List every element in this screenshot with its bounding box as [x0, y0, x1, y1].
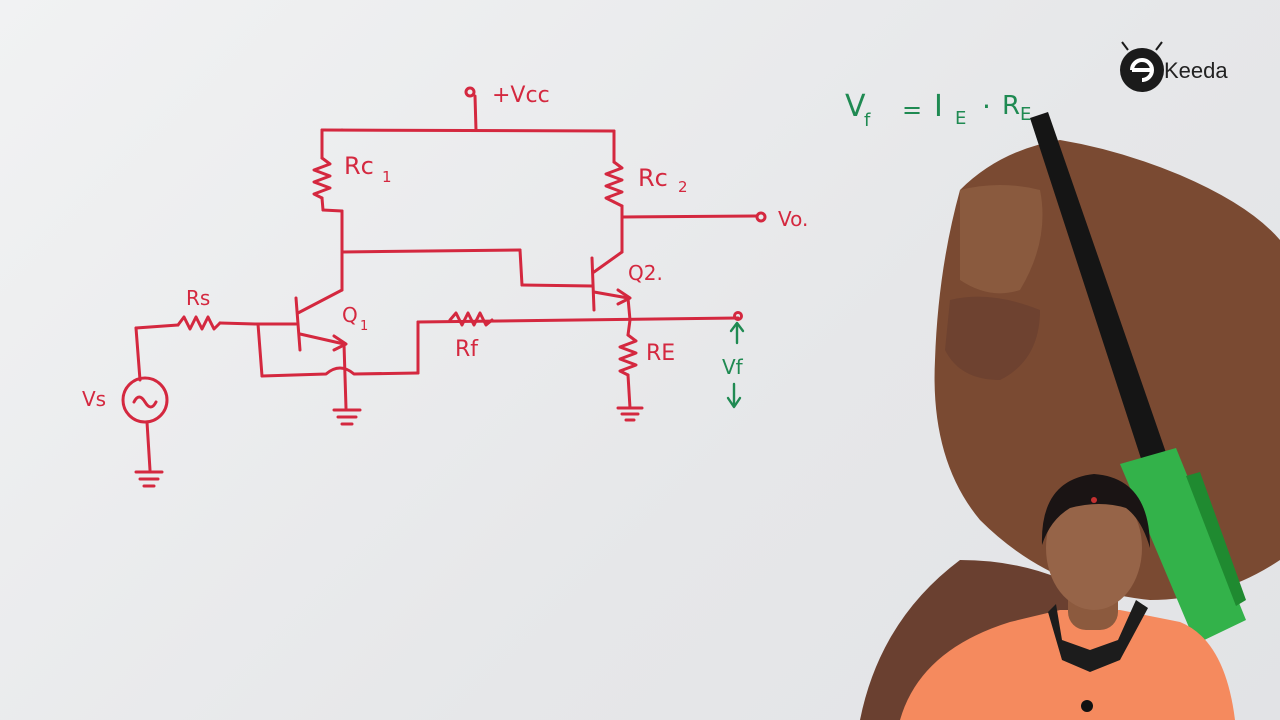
q2-transistor [590, 250, 632, 312]
q1-ground-icon [332, 408, 362, 426]
presenter-shirt [900, 610, 1235, 720]
rf-label: Rf [455, 337, 479, 362]
rc2-label: Rc [638, 164, 668, 192]
q1-label: Q [342, 303, 358, 327]
q1-transistor [294, 288, 348, 352]
q2-label: Q2. [628, 261, 663, 285]
ekeeda-logo: Keeda [1120, 41, 1228, 92]
re-resistor [618, 333, 638, 377]
q1-subscript: 1 [360, 319, 368, 334]
vf-label: Vf [722, 355, 744, 379]
writing-hand [860, 112, 1280, 720]
vo-label: Vo. [778, 207, 808, 231]
re-label: RE [646, 341, 675, 366]
vs-label: Vs [82, 387, 106, 411]
source-ground-icon [134, 470, 164, 488]
eq-current-subscript: E [955, 108, 966, 129]
logo-text: Keeda [1164, 58, 1228, 83]
vcc-terminal [464, 86, 476, 98]
eq-multiply: · [982, 90, 991, 123]
marker-icon [1030, 112, 1246, 644]
ac-source-icon [121, 376, 169, 424]
circuit-wiring [121, 86, 767, 488]
eq-lhs: V [845, 89, 866, 124]
re-ground-icon [616, 406, 644, 422]
rc1-subscript: 1 [382, 168, 392, 186]
lapel-microphone-icon [1081, 700, 1093, 712]
vcc-label: +Vcc [492, 83, 550, 108]
equation: V f = I E · R E [845, 89, 1031, 131]
presenter-hair [1041, 474, 1150, 548]
eq-resistor-subscript: E [1020, 104, 1031, 125]
rf-resistor [448, 311, 494, 327]
rc1-label: Rc [344, 152, 374, 180]
eq-resistor: R [1002, 91, 1020, 121]
eq-current: I [934, 89, 943, 124]
vf-indicator: Vf [722, 321, 745, 409]
vo-terminal [755, 211, 767, 223]
rs-resistor [176, 315, 222, 331]
presenter-collar [1048, 600, 1148, 672]
rc1-resistor [312, 156, 332, 200]
presenter [900, 474, 1235, 720]
vcc-rail [320, 128, 616, 133]
eq-lhs-subscript: f [864, 110, 871, 131]
vf-terminal [733, 311, 743, 321]
rc2-resistor [604, 160, 624, 204]
eq-equals: = [902, 96, 922, 124]
rs-label: Rs [186, 286, 210, 310]
presenter-face [1046, 486, 1142, 610]
rc2-subscript: 2 [678, 178, 688, 196]
